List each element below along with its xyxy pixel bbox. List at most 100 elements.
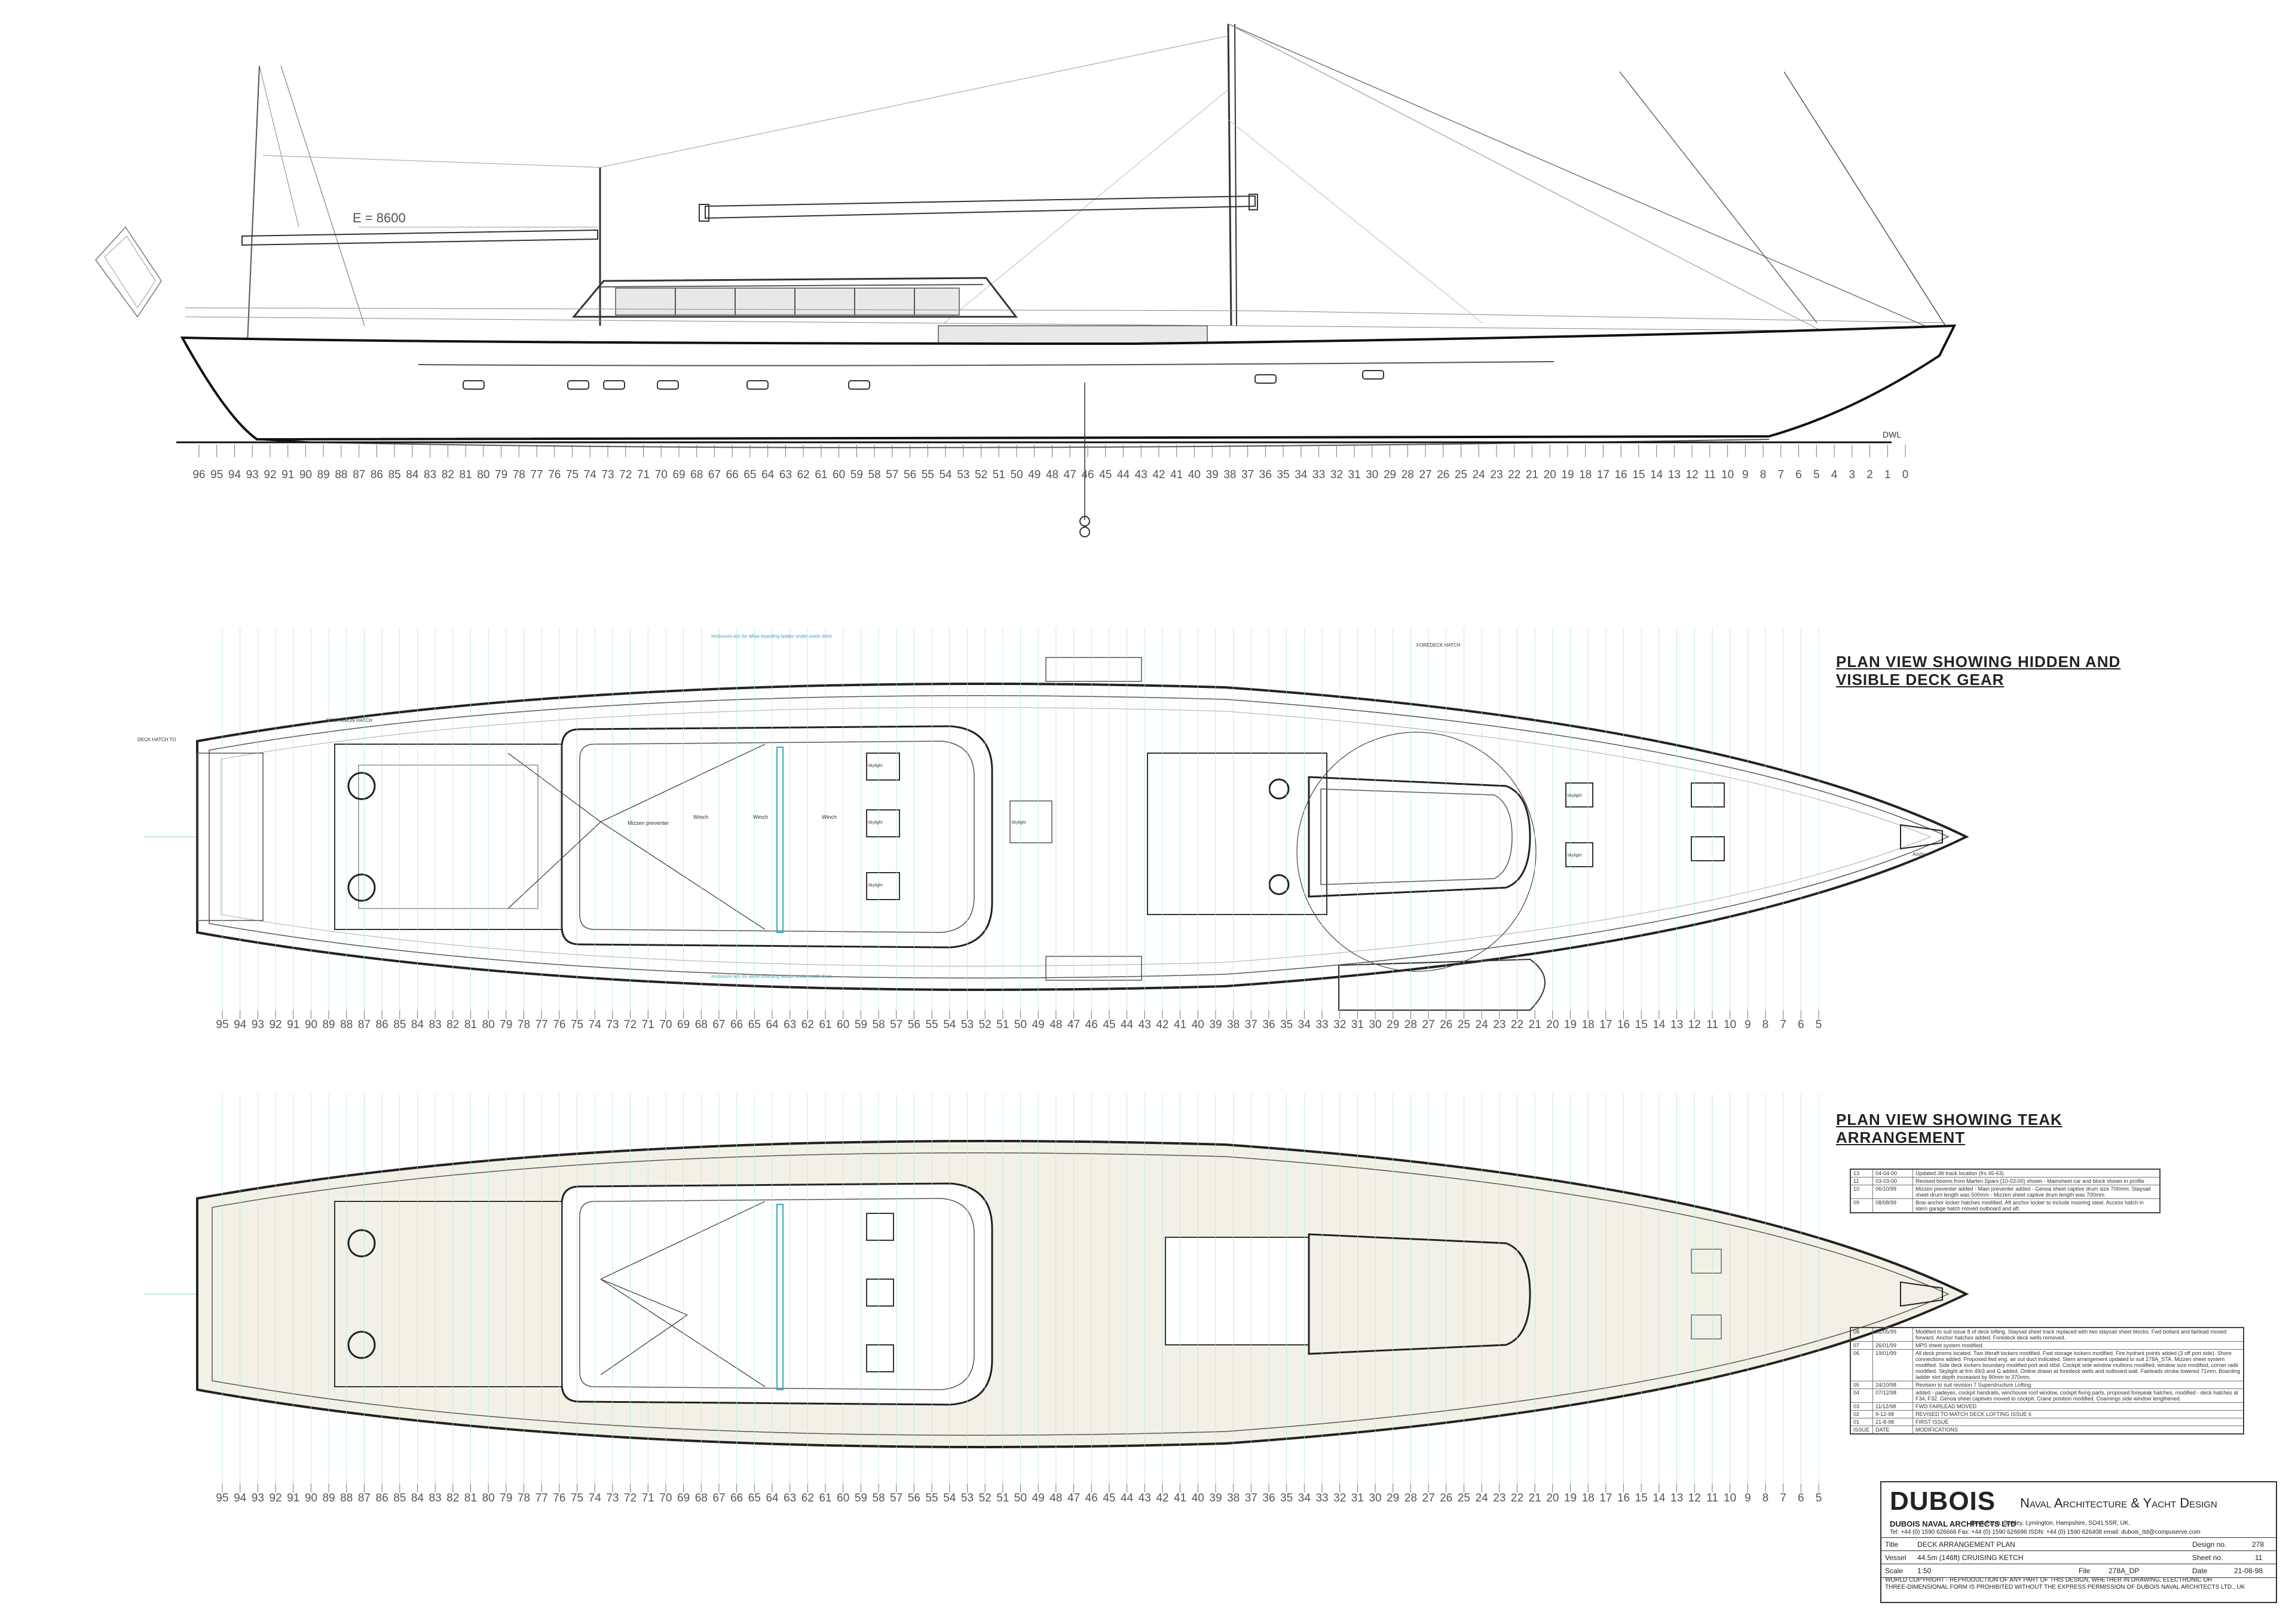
gear-station-label: 25 — [1458, 1019, 1470, 1031]
note-skylight-5: Skylight — [1567, 794, 1582, 798]
profile-station-label: 96 — [192, 469, 205, 481]
teak-station-label: 69 — [677, 1492, 690, 1504]
profile-station-label: 67 — [708, 469, 721, 481]
boom-length-label: E = 8600 — [353, 210, 406, 225]
note-skylight-6: Skylight — [1567, 854, 1582, 858]
copyright-notice: WORLD COPYRIGHT - REPRODUCTION OF ANY PA… — [1885, 1577, 2273, 1591]
note-enclosure-top: enclosure w/s for allow boarding ladder … — [711, 634, 833, 639]
revision-top-date: 03-03-00 — [1872, 1177, 1913, 1185]
profile-station-label: 32 — [1330, 469, 1343, 481]
profile-station-label: 17 — [1597, 469, 1609, 481]
profile-station-label: 76 — [548, 469, 561, 481]
teak-station-label: 56 — [908, 1492, 920, 1504]
gear-station-label: 5 — [1816, 1019, 1822, 1031]
gear-station-label: 55 — [926, 1019, 938, 1031]
note-foredeck-hatch: FOREDECK HATCH — [1416, 643, 1461, 648]
teak-station-label: 18 — [1582, 1492, 1595, 1504]
revision-top-text: Mizzen preventer added - Main preventer … — [1912, 1185, 2161, 1199]
profile-station-label: 71 — [637, 469, 650, 481]
teak-station-label: 35 — [1280, 1492, 1293, 1504]
gear-station-label: 41 — [1174, 1019, 1186, 1031]
date-value: 21-08-98 — [2234, 1567, 2263, 1575]
teak-station-label: 20 — [1546, 1492, 1559, 1504]
profile-station-label: 73 — [601, 469, 614, 481]
revision-bottom-text: REVISED TO MATCH DECK LOFTING ISSUE 6 — [1912, 1410, 2244, 1418]
teak-station-label: 62 — [801, 1492, 814, 1504]
teak-station-label: 45 — [1103, 1492, 1115, 1504]
teak-station-label: 7 — [1780, 1492, 1786, 1504]
profile-station-label: 61 — [815, 469, 827, 481]
revision-bottom-text: All deck prisms located. Two liferaft lo… — [1912, 1349, 2244, 1381]
note-skylight-2: Skylight — [868, 821, 883, 825]
teak-station-label: 58 — [873, 1492, 885, 1504]
revision-bottom-rev: 08 — [1850, 1327, 1873, 1342]
title-label: Title — [1885, 1540, 1899, 1549]
profile-station-label: 46 — [1081, 469, 1094, 481]
profile-station-label: 44 — [1117, 469, 1130, 481]
profile-station-label: 81 — [460, 469, 472, 481]
note-skylight-3: Skylight — [868, 883, 883, 888]
teak-station-label: 5 — [1816, 1492, 1822, 1504]
profile-station-label: 80 — [477, 469, 489, 481]
gear-station-label: 49 — [1032, 1019, 1045, 1031]
gear-station-label: 17 — [1599, 1019, 1612, 1031]
profile-station-label: 59 — [850, 469, 863, 481]
revision-bottom-rev: 02 — [1850, 1410, 1873, 1418]
dwl-label: DWL — [1883, 430, 1901, 439]
teak-station-label: 70 — [659, 1492, 672, 1504]
file-label: File — [2079, 1567, 2091, 1575]
teak-station-label: 60 — [837, 1492, 849, 1504]
profile-station-label: 26 — [1437, 469, 1449, 481]
profile-station-label: 84 — [406, 469, 419, 481]
profile-station-label: 68 — [690, 469, 703, 481]
teak-station-label: 86 — [376, 1492, 388, 1504]
profile-station-label: 49 — [1028, 469, 1041, 481]
gear-station-label: 13 — [1670, 1019, 1683, 1031]
gear-station-label: 82 — [446, 1019, 459, 1031]
profile-station-label: 18 — [1579, 469, 1592, 481]
gear-station-label: 75 — [571, 1019, 583, 1031]
teak-station-label: 39 — [1209, 1492, 1222, 1504]
revision-bottom-date: 19/01/99 — [1872, 1349, 1913, 1381]
profile-station-label: 19 — [1561, 469, 1574, 481]
gear-station-label: 85 — [393, 1019, 406, 1031]
gear-station-label: 84 — [411, 1019, 424, 1031]
teak-station-label: 67 — [712, 1492, 725, 1504]
teak-station-label: 68 — [695, 1492, 708, 1504]
revision-top-text: Bow anchor locker hatches modified. Aft … — [1912, 1198, 2161, 1213]
teak-station-label: 37 — [1245, 1492, 1257, 1504]
teak-station-label: 46 — [1085, 1492, 1098, 1504]
gear-station-label: 36 — [1262, 1019, 1275, 1031]
profile-station-label: 12 — [1686, 469, 1699, 481]
note-skylight-1: Skylight — [868, 764, 883, 768]
note-winch-2: Winch — [753, 814, 768, 820]
teak-station-label: 28 — [1404, 1492, 1417, 1504]
gear-station-label: 79 — [500, 1019, 512, 1031]
profile-station-label: 62 — [797, 469, 810, 481]
revision-top-text: Revised booms from Marten Spars (10-03-0… — [1912, 1177, 2161, 1185]
revision-bottom-rev: 01 — [1850, 1418, 1873, 1426]
gear-station-label: 81 — [464, 1019, 477, 1031]
profile-station-label: 22 — [1508, 469, 1520, 481]
profile-station-label: 77 — [530, 469, 543, 481]
gear-station-label: 74 — [589, 1019, 602, 1031]
gear-station-label: 34 — [1298, 1019, 1311, 1031]
gear-station-label: 12 — [1688, 1019, 1701, 1031]
gear-station-label: 53 — [961, 1019, 974, 1031]
gear-station-label: 72 — [624, 1019, 637, 1031]
revision-bottom-text: MPS sheet system modified. — [1912, 1341, 2244, 1350]
profile-station-label: 74 — [584, 469, 597, 481]
gear-station-label: 57 — [890, 1019, 902, 1031]
profile-station-label: 63 — [779, 469, 792, 481]
gear-station-label: 94 — [234, 1019, 247, 1031]
teak-station-label: 8 — [1762, 1492, 1769, 1504]
profile-station-label: 41 — [1170, 469, 1183, 481]
teak-station-label: 44 — [1121, 1492, 1134, 1504]
profile-station-label: 15 — [1632, 469, 1645, 481]
teak-station-label: 65 — [748, 1492, 761, 1504]
teak-station-label: 27 — [1422, 1492, 1435, 1504]
teak-station-label: 19 — [1564, 1492, 1577, 1504]
teak-station-label: 31 — [1351, 1492, 1364, 1504]
teak-station-label: 21 — [1529, 1492, 1541, 1504]
